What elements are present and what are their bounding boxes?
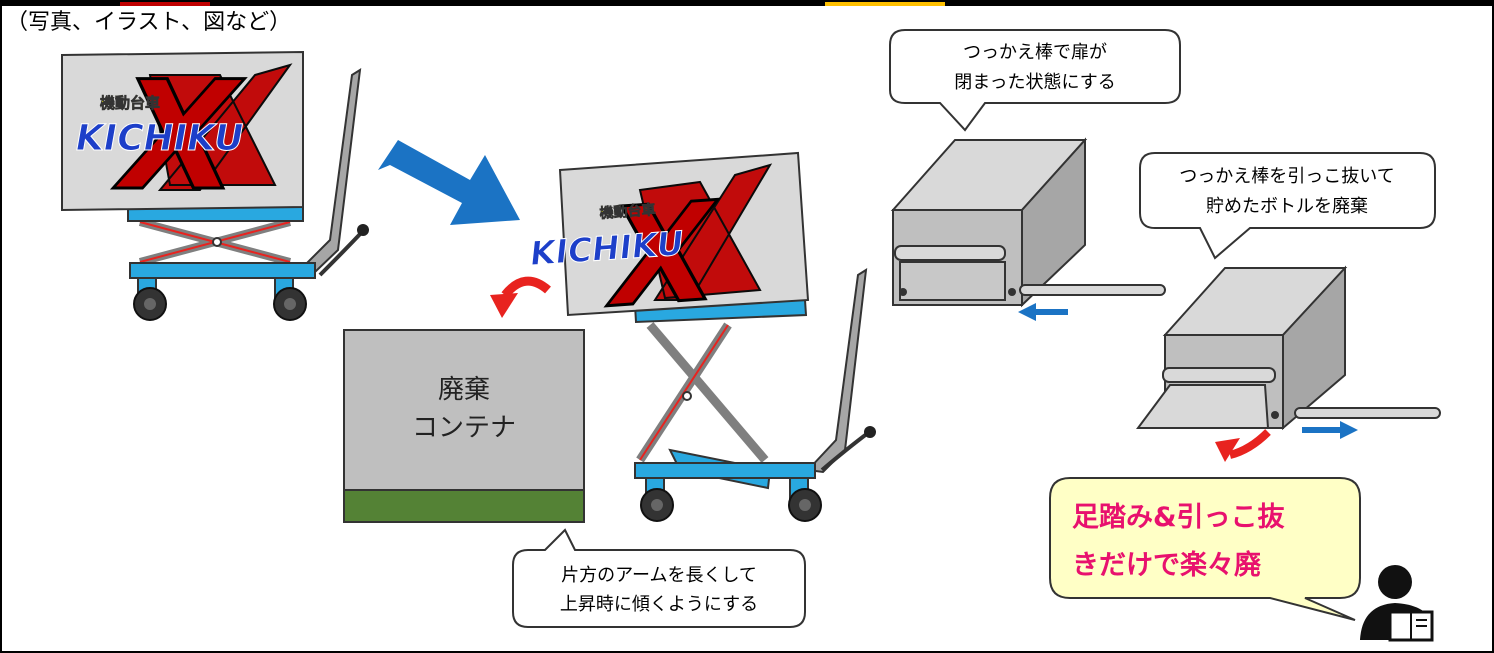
stick-closed-line2: 閉まった状態にする <box>954 72 1115 93</box>
callout-bubble: 足踏み&引っこ抜 きだけで楽々廃 <box>1049 477 1361 621</box>
callout-line2: きだけで楽々廃 <box>1072 549 1262 581</box>
curved-red-arrow-icon <box>490 276 551 318</box>
waste-container: 廃棄 コンテナ <box>343 329 585 523</box>
small-blue-arrow-icon <box>1018 303 1068 321</box>
top-bar-red-segment <box>120 0 210 6</box>
person-reading-icon <box>1360 565 1434 642</box>
top-color-bar <box>0 0 1494 6</box>
arm-note-line2: 上昇時に傾くようにする <box>560 594 758 615</box>
arm-note-line1: 片方のアームを長くして <box>561 565 757 586</box>
top-bar-yellow-segment <box>825 0 945 6</box>
speech-bubble-stick-closed: つっかえ棒で扉が 閉まった状態にする <box>889 29 1181 132</box>
stick-pulled-line2: 貯めたボトルを廃棄 <box>1206 196 1368 217</box>
speech-bubble-arm-note: 片方のアームを長くして 上昇時に傾くようにする <box>512 528 806 628</box>
kichiku-logo-2: X 機動台車 KICHIKU <box>528 163 773 340</box>
speech-bubble-stick-pulled: つっかえ棒を引っこ抜いて 貯めたボトルを廃棄 <box>1139 152 1436 260</box>
small-blue-arrow-icon-2 <box>1302 421 1358 439</box>
logo-x-letter-2: X <box>599 173 725 339</box>
callout-line1: 足踏み&引っこ抜 <box>1072 502 1286 533</box>
big-arrow-icon <box>378 140 520 225</box>
stick-pulled-line1: つっかえ棒を引っこ抜いて <box>1179 166 1394 187</box>
logo-kanji: 機動台車 <box>100 94 160 112</box>
bottle-box-closed <box>890 137 1166 308</box>
logo-kanji-2: 機動台車 <box>599 201 656 222</box>
curved-red-arrow-icon-2 <box>1215 429 1271 462</box>
logo-word: KICHIKU <box>72 116 247 159</box>
logo-word-2: KICHIKU <box>528 223 685 273</box>
bottle-box-open <box>1136 265 1441 431</box>
container-label-line2: コンテナ <box>412 413 516 443</box>
container-label-line1: 廃棄 <box>438 375 490 405</box>
caption-header: （写真、イラスト、図など） <box>6 10 292 35</box>
stick-closed-line1: つっかえ棒で扉が <box>963 42 1107 63</box>
